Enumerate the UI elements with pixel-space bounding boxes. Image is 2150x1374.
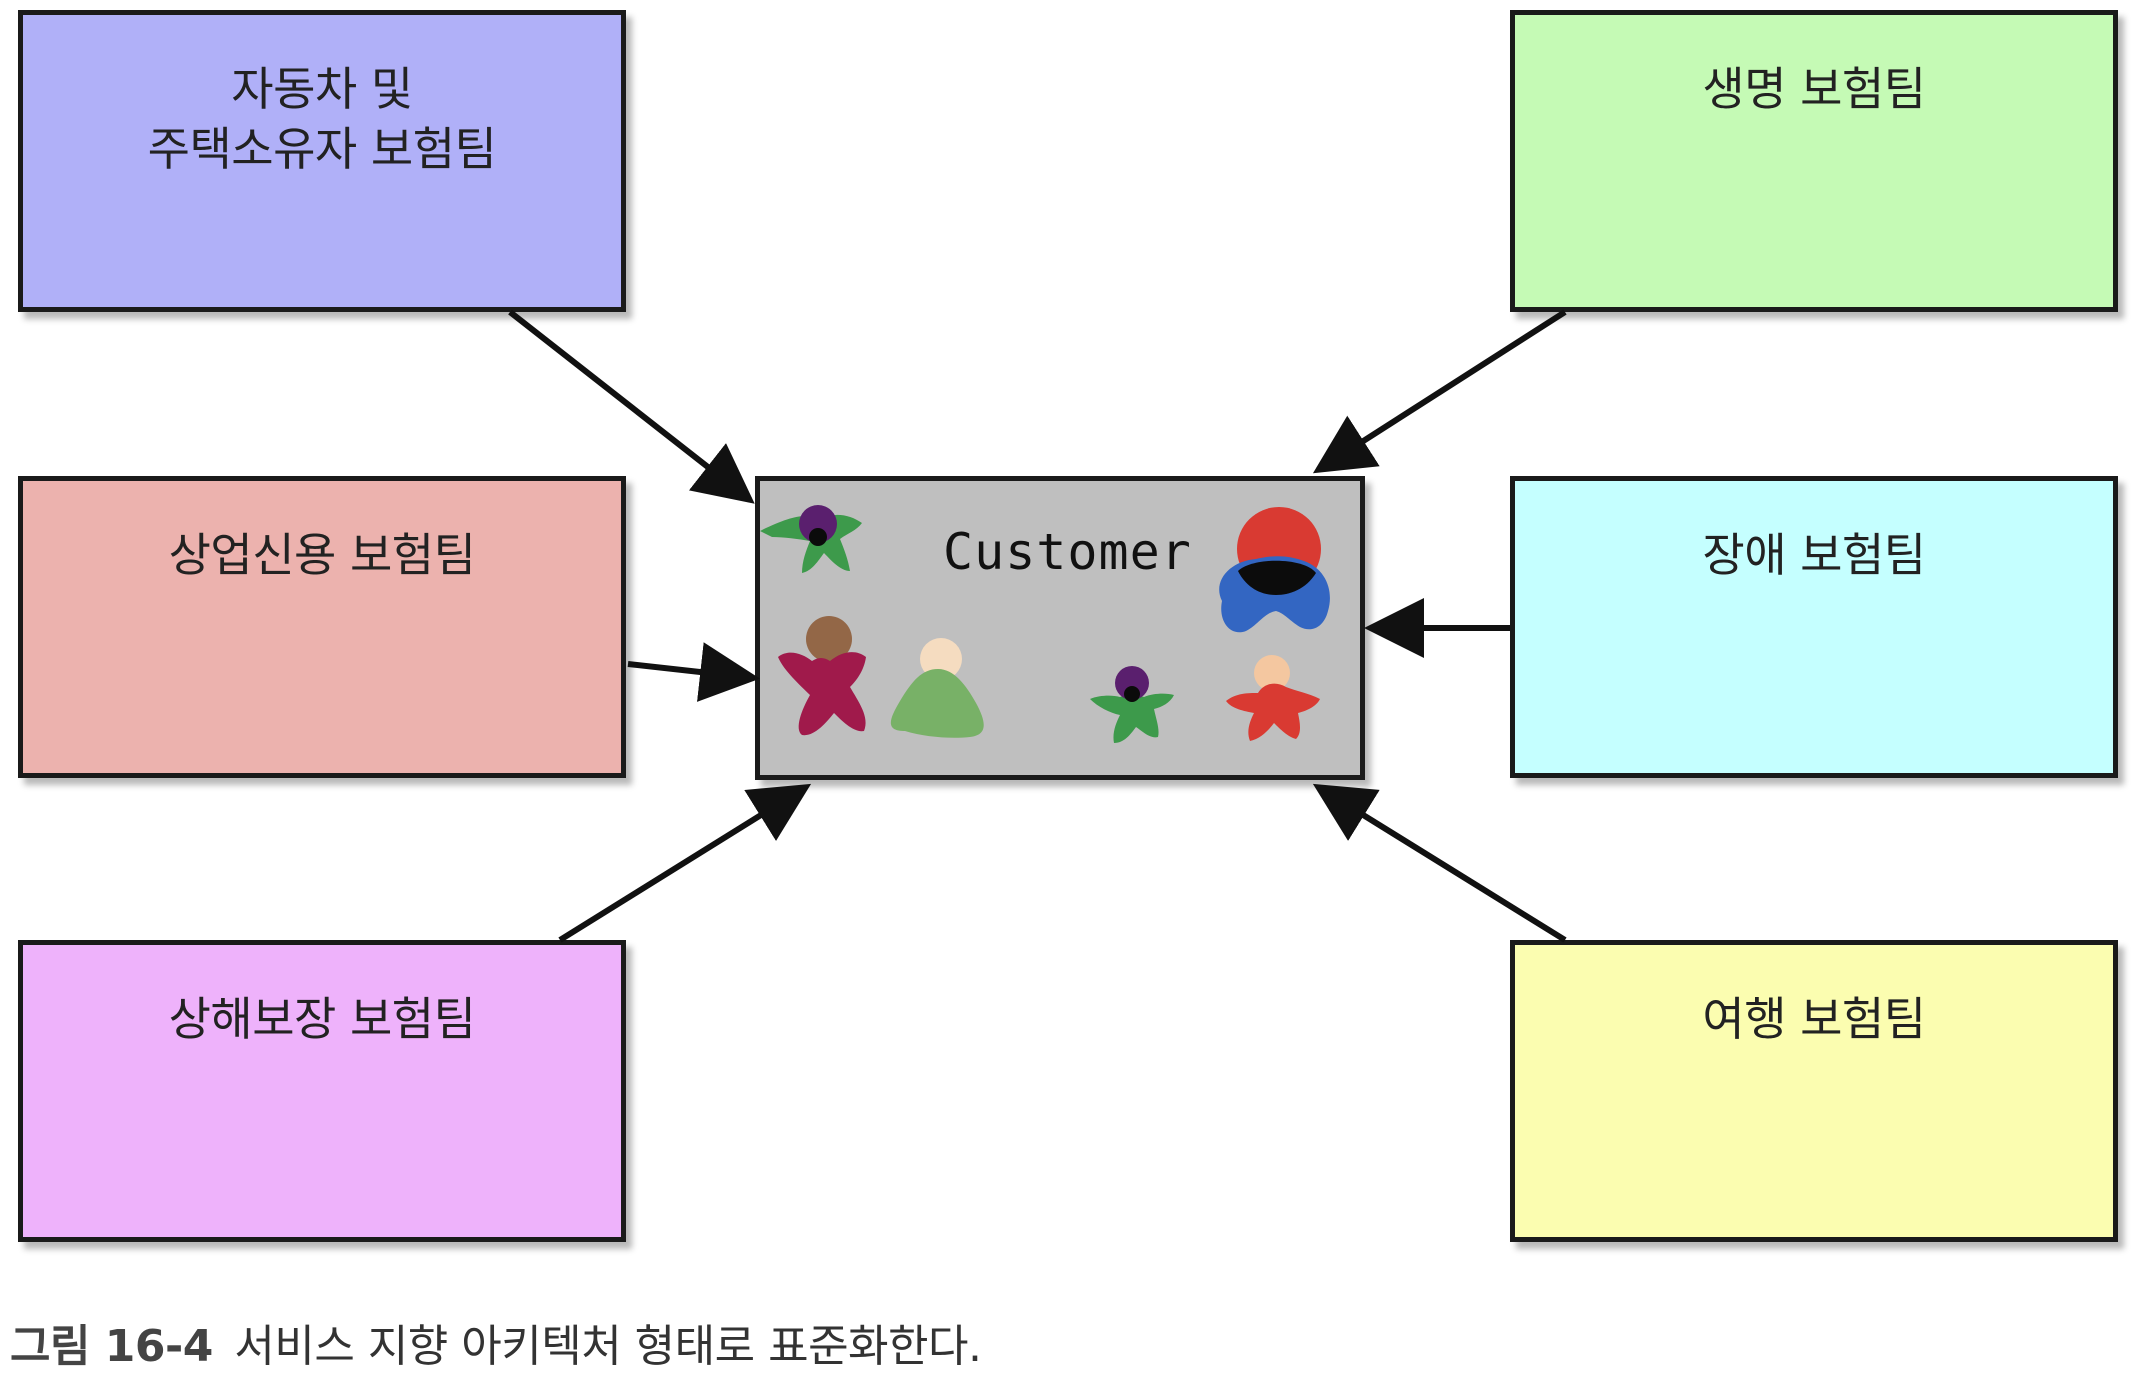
arrow-commercial-credit xyxy=(627,642,760,702)
team-box-auto-home: 자동차 및 주택소유자 보험팀 xyxy=(18,10,626,312)
person-blue-red-icon xyxy=(1219,507,1330,633)
person-maroon-icon xyxy=(778,616,866,736)
team-box-commercial-credit: 상업신용 보험팀 xyxy=(18,476,626,778)
person-red-icon xyxy=(1226,655,1320,741)
person-green-icon xyxy=(760,505,862,573)
team-box-travel: 여행 보험팀 xyxy=(1510,940,2118,1242)
figure-caption-text: 서비스 지향 아키텍처 형태로 표준화한다. xyxy=(234,1321,982,1372)
team-label-commercial-credit: 상업신용 보험팀 xyxy=(168,528,476,582)
team-label-disability: 장애 보험팀 xyxy=(1702,528,1926,582)
team-label-travel: 여행 보험팀 xyxy=(1702,992,1926,1046)
figure-caption: 그림 16-4 서비스 지향 아키텍처 형태로 표준화한다. xyxy=(10,1310,982,1374)
customer-figures xyxy=(760,505,1330,743)
team-label-auto-home: 자동차 및 주택소유자 보험팀 xyxy=(147,62,497,176)
team-label-accident: 상해보장 보험팀 xyxy=(168,992,476,1046)
team-box-life: 생명 보험팀 xyxy=(1510,10,2118,312)
person-light-green-icon xyxy=(890,638,984,738)
arrow-travel xyxy=(1312,783,1567,943)
figure-number: 그림 16-4 xyxy=(10,1321,213,1372)
arrow-life xyxy=(1312,309,1567,474)
person-green-small-icon xyxy=(1090,666,1174,743)
team-label-life: 생명 보험팀 xyxy=(1702,62,1926,116)
customer-box: Customer xyxy=(755,476,1365,780)
team-box-disability: 장애 보험팀 xyxy=(1510,476,2118,778)
arrow-auto-home xyxy=(508,309,755,504)
arrow-accident xyxy=(558,783,812,943)
customer-label: Customer xyxy=(943,523,1192,581)
team-box-accident: 상해보장 보험팀 xyxy=(18,940,626,1242)
